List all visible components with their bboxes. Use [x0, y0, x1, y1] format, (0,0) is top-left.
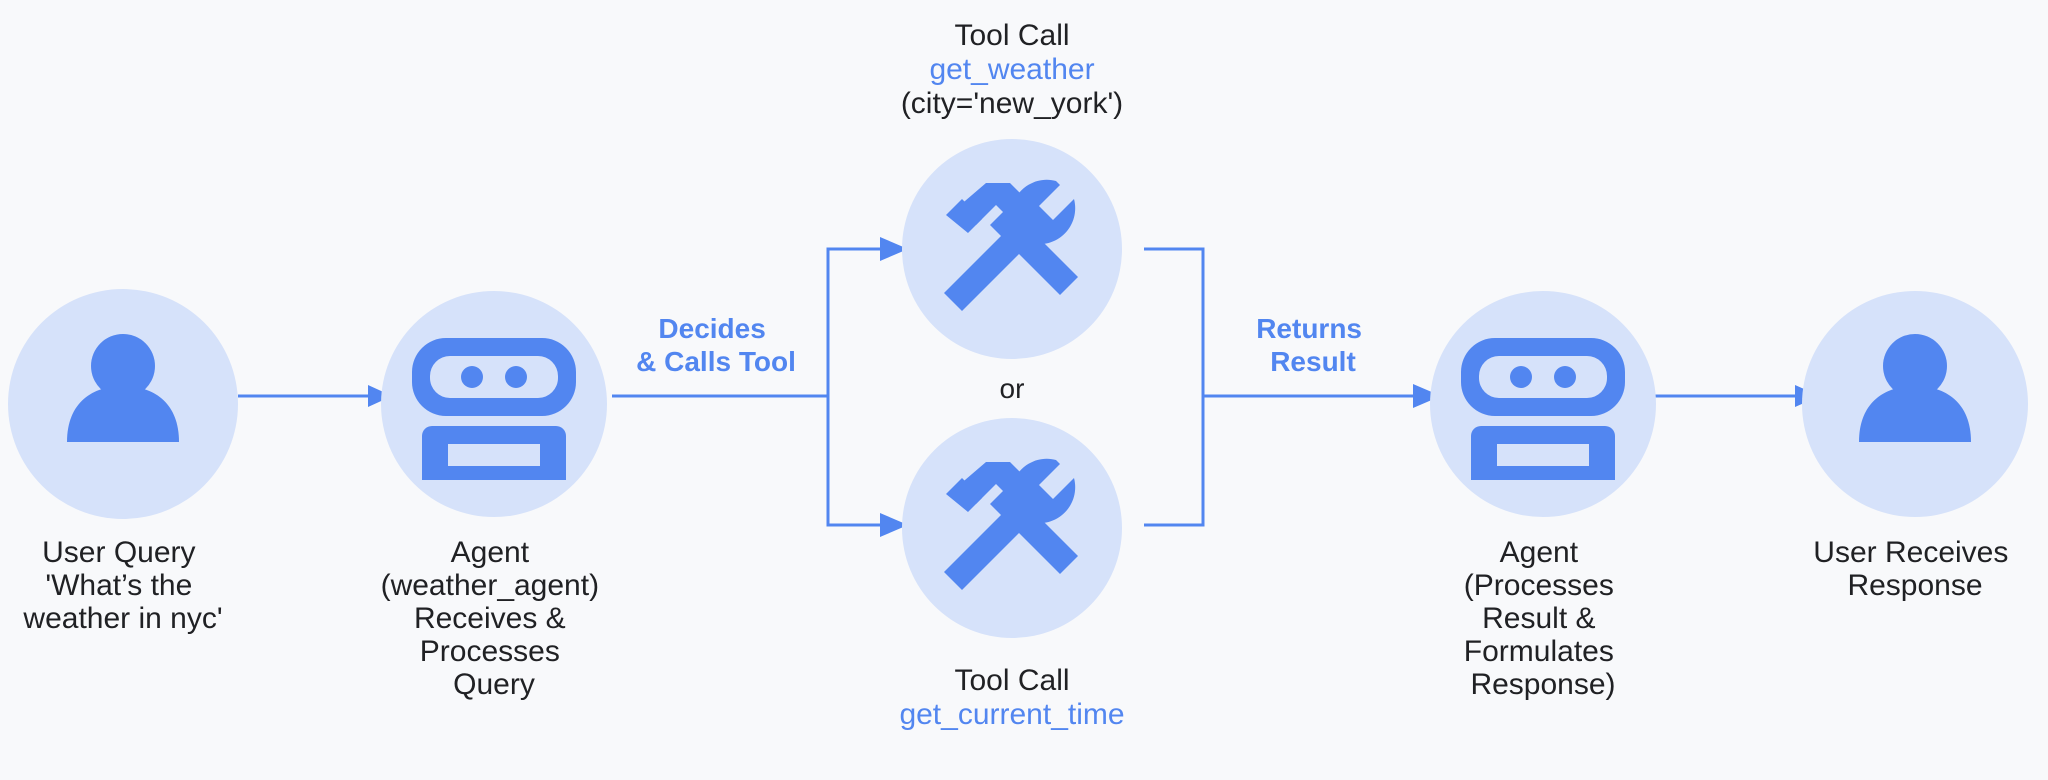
agent-receives-label: Agent (weather_agent) Receives & Process… — [381, 536, 608, 701]
user-receives-label: User Receives Response — [1813, 536, 2016, 602]
node-user-receives[interactable]: User Receives Response — [1802, 291, 2028, 602]
agent-processes-label: Agent (Processes Result & Formulates Res… — [1464, 536, 1622, 701]
tool-weather-function: get_weather — [929, 53, 1094, 86]
node-user-query[interactable]: User Query 'What’s the weather in nyc' — [8, 289, 238, 635]
edge-label-decides: Decides & Calls Tool — [636, 313, 796, 377]
branch-or-label: or — [1000, 373, 1025, 404]
node-tool-get-current-time[interactable]: Tool Call get_current_time — [899, 418, 1125, 731]
edge-user-to-agent — [238, 385, 392, 407]
tool-time-title: Tool Call — [954, 664, 1069, 697]
node-agent-receives[interactable]: Agent (weather_agent) Receives & Process… — [381, 291, 608, 701]
tool-weather-title: Tool Call — [954, 19, 1069, 52]
tool-weather-arguments: (city='new_york') — [901, 87, 1123, 120]
tool-time-function: get_current_time — [899, 698, 1124, 731]
node-tool-get-weather[interactable]: Tool Call get_weather (city='new_york') — [901, 19, 1123, 359]
edge-agent-to-tools: Decides & Calls Tool — [612, 237, 908, 537]
node-agent-processes[interactable]: Agent (Processes Result & Formulates Res… — [1430, 291, 1656, 701]
edge-label-returns: Returns Result — [1256, 313, 1370, 377]
user-query-label: User Query 'What’s the weather in nyc' — [22, 536, 222, 635]
edge-tools-to-agent: Returns Result — [1144, 247, 1441, 527]
